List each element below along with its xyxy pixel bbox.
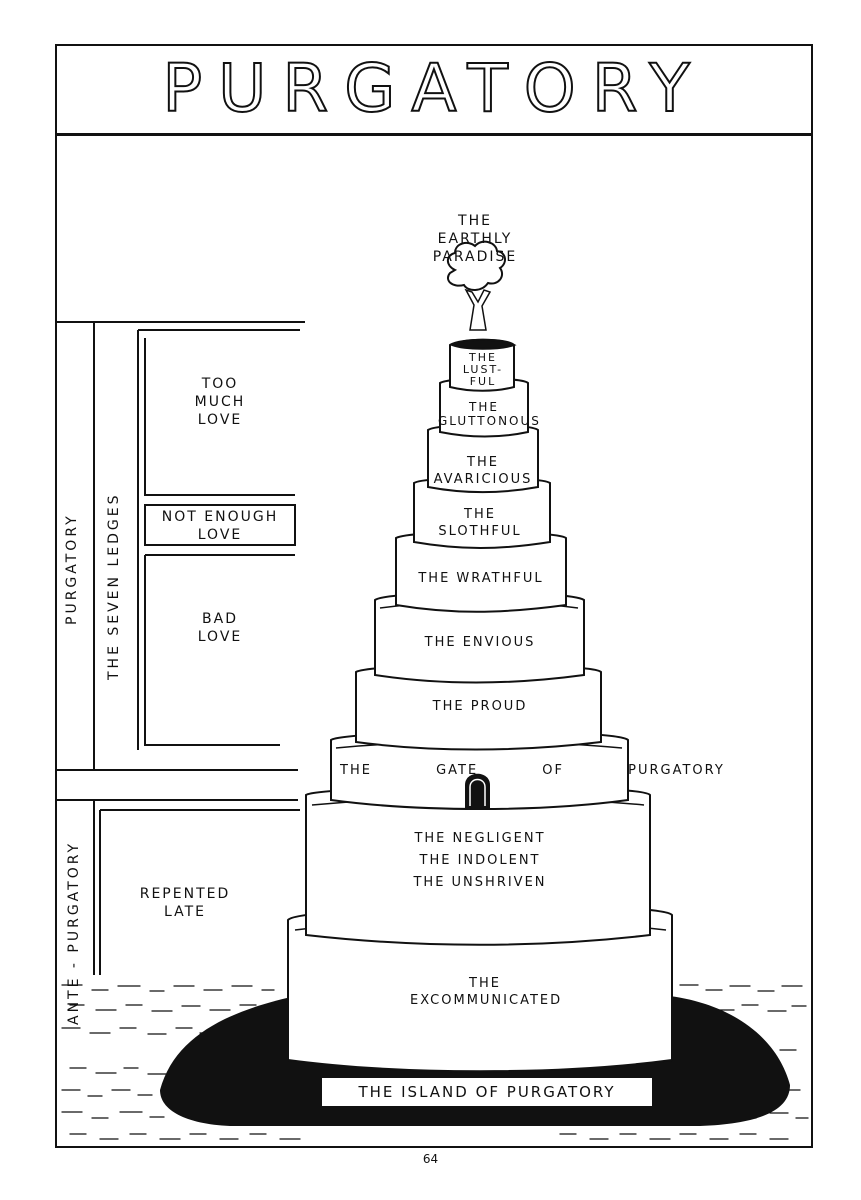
repented-late-label: REPENTED LATE [139,886,231,920]
tier-label-gluttonous: THE GLUTTONOUS [438,400,541,428]
not-enough-love-label: NOT ENOUGH LOVE [161,509,279,543]
page-frame [55,44,813,1148]
tier-label-excommunicated: THE EXCOMMUNICATED [410,976,563,1008]
purgatory-side-label: PURGATORY [64,513,80,625]
too-much-love-label: TOO MUCH LOVE [194,376,246,428]
page-title: PURGATORY [55,44,813,136]
tier-label-negligent: THE NEGLIGENT [414,831,546,846]
side-panel [57,321,305,975]
tree-icon [446,240,506,331]
tier-label-wrathful: THE WRATHFUL [418,571,544,586]
gate-door-icon [465,773,490,808]
tier-label-slothful: THE SLOTHFUL [438,507,522,539]
summit-label: THE EARTHLY PARADISE [432,213,518,265]
page-number: 64 [422,1152,439,1166]
tier-label-proud: THE PROUD [432,699,528,714]
bad-love-label: BAD LOVE [197,611,243,645]
tier-label-envious: THE ENVIOUS [424,635,536,650]
island-label: THE ISLAND OF PURGATORY [322,1078,652,1106]
tier-label-unshriven: THE UNSHRIVEN [413,875,547,890]
tier-label-gate: THE GATE OF PURGATORY [340,763,725,778]
ante-purgatory-label: ANTE - PURGATORY [66,840,82,1025]
tier-label-lustful: THE LUST- FUL [462,351,504,388]
tier-label-indolent: THE INDOLENT [419,853,541,868]
tier-label-avaricious: THE AVARICIOUS [433,455,533,487]
seven-ledges-label: THE SEVEN LEDGES [106,492,122,680]
